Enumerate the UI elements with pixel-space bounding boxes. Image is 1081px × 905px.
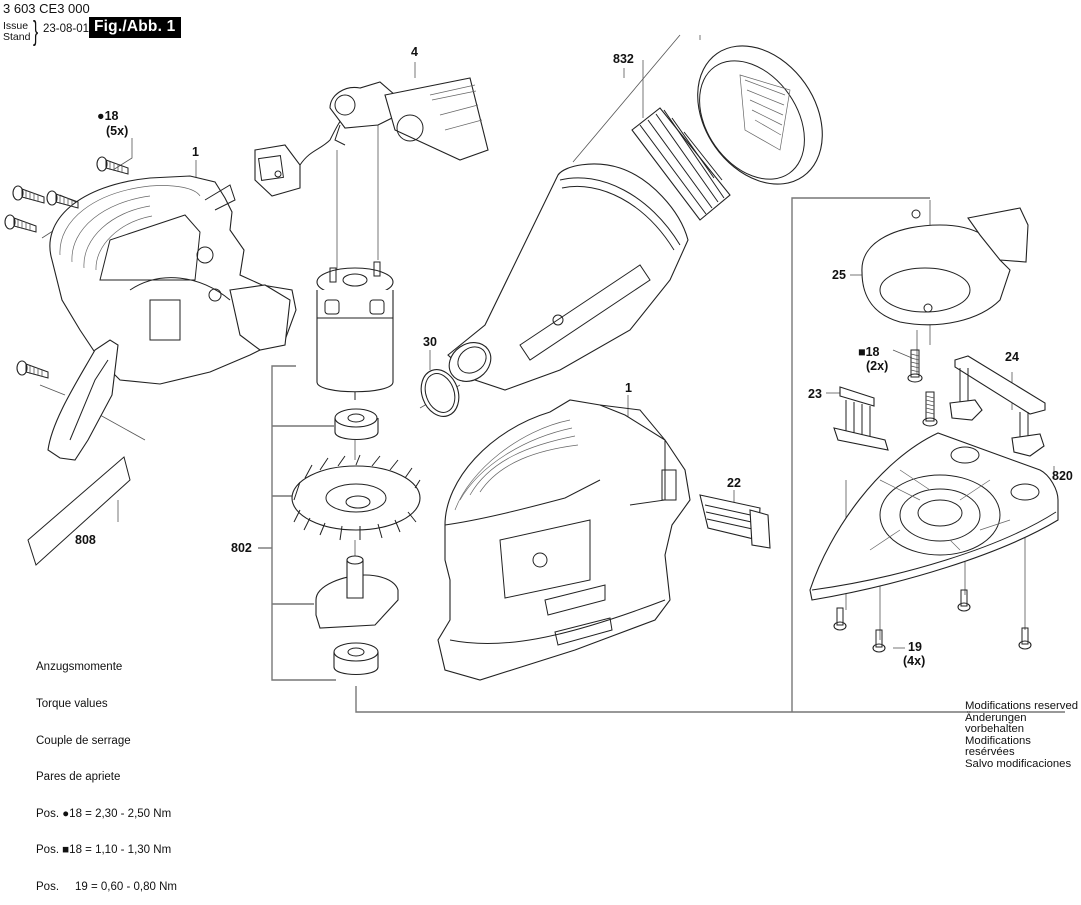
callout-820: 820 xyxy=(1052,469,1073,483)
assembly-frame-right xyxy=(792,198,930,712)
notice-de: Änderungen vorbehalten xyxy=(965,711,1027,736)
callout-808: 808 xyxy=(75,533,96,547)
screw-d xyxy=(5,215,36,232)
electronics-module xyxy=(255,78,488,196)
callout-25: 25 xyxy=(832,268,846,282)
issue-label: Issue Stand xyxy=(3,21,30,43)
torque-values-table: Anzugsmomente Torque values Couple de se… xyxy=(36,637,177,905)
screws-18-square xyxy=(908,350,937,426)
screw-c xyxy=(47,191,78,208)
modifications-notice: Modifications reserved Änderungen vorbeh… xyxy=(965,700,1081,771)
callout-24: 24 xyxy=(1005,350,1019,364)
callout-18-square: ■18 xyxy=(858,345,880,359)
callout-832: 832 xyxy=(613,52,634,66)
callout-30: 30 xyxy=(423,335,437,349)
callout-1-left: 1 xyxy=(192,145,199,159)
torque-title-en: Torque values xyxy=(36,698,108,711)
notice-fr: Modifications resérvées xyxy=(965,734,1031,759)
callout-19-qty: (4x) xyxy=(903,654,926,668)
torque-row: Pos. ■18 = 1,10 - 1,30 Nm xyxy=(36,844,172,857)
callout-1-right: 1 xyxy=(625,381,632,395)
circuit-board xyxy=(385,78,488,160)
screws-18-circle xyxy=(5,157,128,378)
leader-18-square xyxy=(893,350,912,358)
callout-22: 22 xyxy=(727,476,741,490)
leader-18-circle xyxy=(113,138,132,170)
bearing-top xyxy=(335,409,378,440)
label-808-sticker xyxy=(28,457,130,565)
callout-4: 4 xyxy=(411,45,418,59)
housing-left-half xyxy=(48,176,296,460)
callout-19: 19 xyxy=(908,640,922,654)
brace-glyph: } xyxy=(33,15,39,46)
leader-screw-c xyxy=(40,385,65,395)
housing-right-half xyxy=(438,400,690,680)
callout-23: 23 xyxy=(808,387,822,401)
bracket-23 xyxy=(834,387,888,450)
leader-cover-left xyxy=(100,415,145,440)
cover-22 xyxy=(700,495,770,548)
bracket-frames xyxy=(258,198,1065,712)
dust-cone xyxy=(442,164,688,390)
o-ring-30 xyxy=(415,364,465,421)
document-number: 3 603 CE3 000 xyxy=(3,1,90,16)
pleated-filter xyxy=(632,108,730,220)
issue-date: 23-08-01 xyxy=(43,23,90,35)
switch xyxy=(255,145,300,196)
callout-18-square-qty: (2x) xyxy=(866,359,889,373)
screw-b xyxy=(13,186,44,203)
bracket-24 xyxy=(950,356,1045,456)
screw-a xyxy=(97,157,128,174)
screws-19 xyxy=(834,590,1031,652)
leader-832-cone xyxy=(573,35,680,162)
base-plate-820 xyxy=(810,433,1058,600)
notice-en: Modifications reserved xyxy=(965,700,1079,712)
torque-title-es: Pares de apriete xyxy=(36,771,121,784)
exploded-view-drawing xyxy=(0,0,1081,750)
figure-label: Fig./Abb. 1 xyxy=(89,17,182,38)
screw-e xyxy=(17,361,48,378)
dust-ring-25 xyxy=(862,208,1028,325)
torque-row: Pos. 19 = 0,60 - 0,80 Nm xyxy=(36,881,177,894)
issue-label-en: Issue xyxy=(3,20,29,32)
notice-es: Salvo modificaciones xyxy=(965,757,1072,770)
eccentric-shaft xyxy=(316,556,398,628)
circle-marker-icon: ● xyxy=(62,807,70,820)
fan-impeller xyxy=(292,455,420,540)
issue-label-de: Stand xyxy=(3,31,31,43)
torque-title-de: Anzugsmomente xyxy=(36,661,123,674)
callout-802: 802 xyxy=(231,541,252,555)
callout-18-circle: ●18 xyxy=(97,109,119,123)
torque-row: Pos. ●18 = 2,30 - 2,50 Nm xyxy=(36,807,172,820)
torque-title-fr: Couple de serrage xyxy=(36,734,131,747)
square-marker-icon: ■ xyxy=(858,345,866,359)
callout-18-circle-qty: (5x) xyxy=(106,124,129,138)
motor-set-bracket xyxy=(272,366,336,680)
circle-marker-icon: ● xyxy=(97,109,105,123)
assembly-frame-bottom xyxy=(356,686,1065,712)
bearing-bottom xyxy=(334,643,378,675)
motor xyxy=(317,262,393,400)
filter-cap xyxy=(672,22,848,208)
square-marker-icon: ■ xyxy=(62,844,70,857)
